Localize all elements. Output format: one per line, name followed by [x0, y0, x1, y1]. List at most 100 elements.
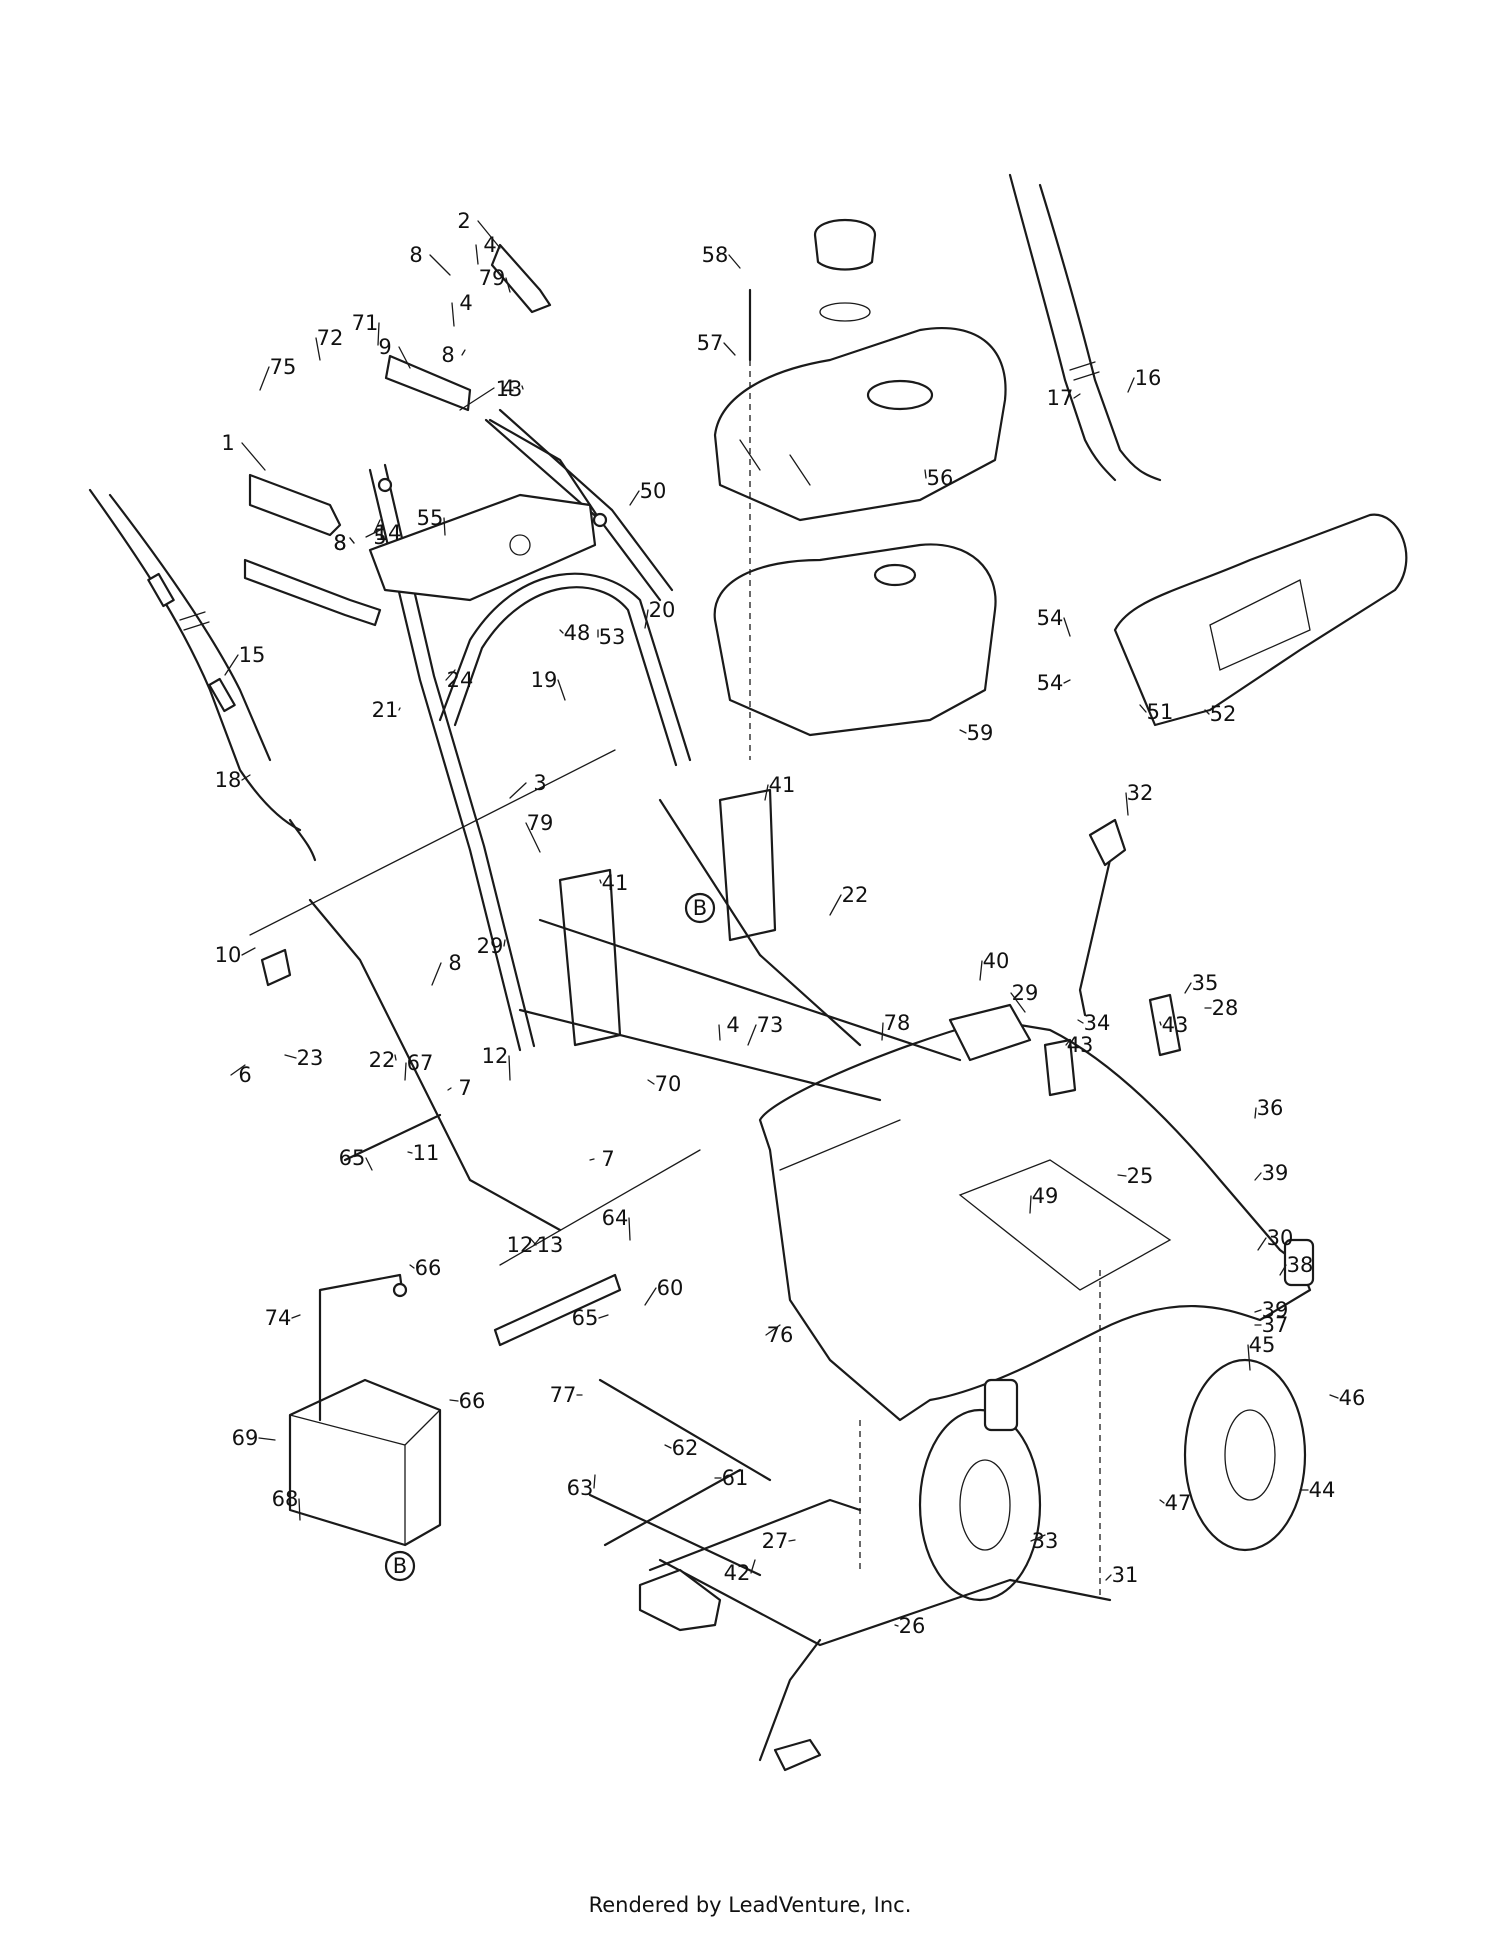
callout-leader	[593, 1474, 596, 1489]
callout-leader	[230, 1064, 246, 1076]
callout-leader	[1254, 1309, 1262, 1313]
callout-65: 65	[572, 1306, 599, 1330]
callout-leader	[1159, 1499, 1165, 1504]
callout-8: 8	[441, 343, 454, 367]
callout-leader	[259, 366, 270, 391]
callout-16: 16	[1135, 366, 1162, 390]
callout-68: 68	[272, 1487, 299, 1511]
callout-8: 8	[333, 531, 346, 555]
callout-76: 76	[767, 1323, 794, 1347]
callout-leader	[258, 1437, 276, 1441]
callout-leader	[409, 1264, 415, 1269]
callout-leader	[1117, 1174, 1127, 1177]
callout-leader	[664, 1444, 672, 1449]
callout-71: 71	[352, 311, 379, 335]
callout-leader	[394, 1054, 397, 1061]
callout-43: 43	[1067, 1033, 1094, 1057]
callout-72: 72	[317, 326, 344, 350]
left-cables	[88, 488, 317, 862]
callout-19: 19	[531, 668, 558, 692]
callout-20: 20	[649, 598, 676, 622]
callout-leader	[1063, 679, 1071, 684]
callout-leader	[509, 782, 527, 799]
callout-22: 22	[369, 1048, 396, 1072]
callout-leader	[241, 947, 256, 956]
part-callouts: 1234444567788888910111212131314151617181…	[215, 209, 1366, 1638]
callout-leader	[1105, 1574, 1112, 1581]
callout-leader	[503, 939, 506, 947]
callout-leader	[1065, 1039, 1071, 1046]
handle-assembly	[243, 243, 692, 1052]
callout-leader	[598, 1314, 609, 1319]
callout-leader	[451, 302, 455, 327]
callout-leader	[449, 1399, 459, 1402]
drive-linkage	[588, 1468, 1112, 1772]
callout-4: 4	[483, 233, 496, 257]
callout-leader	[1254, 1172, 1262, 1181]
callout-leader	[447, 1087, 452, 1091]
callout-leader	[557, 679, 566, 701]
callout-63: 63	[567, 1476, 594, 1500]
fuel-tank	[713, 218, 1007, 760]
callout-leader	[959, 729, 967, 734]
callout-67: 67	[407, 1051, 434, 1075]
callout-50: 50	[640, 479, 667, 503]
callout-39: 39	[1262, 1298, 1289, 1322]
callout-leader	[224, 654, 239, 676]
callout-leader	[894, 1624, 899, 1627]
callout-leader	[1247, 1344, 1251, 1371]
callout-57: 57	[697, 331, 724, 355]
callout-leader	[508, 1055, 511, 1081]
callout-leader	[475, 244, 479, 265]
callout-leader	[398, 346, 411, 369]
callout-7: 7	[458, 1076, 471, 1100]
callout-45: 45	[1249, 1333, 1276, 1357]
callout-leader	[644, 609, 649, 629]
callout-1: 1	[221, 431, 234, 455]
callout-46: 46	[1339, 1386, 1366, 1410]
callout-leader	[1010, 992, 1026, 1013]
callout-9: 9	[378, 335, 391, 359]
callout-61: 61	[722, 1466, 749, 1490]
callout-leader	[241, 774, 251, 781]
callout-36: 36	[1257, 1096, 1284, 1120]
callout-30: 30	[1267, 1226, 1294, 1250]
callout-78: 78	[884, 1011, 911, 1035]
callout-leader	[924, 469, 927, 479]
callout-49: 49	[1032, 1184, 1059, 1208]
callout-74: 74	[265, 1306, 292, 1330]
callout-73: 73	[757, 1013, 784, 1037]
callout-8: 8	[333, 531, 346, 555]
callout-79: 79	[479, 266, 506, 290]
callout-leader	[398, 707, 401, 711]
callout-leader	[1030, 1534, 1046, 1542]
callout-75: 75	[270, 355, 297, 379]
callout-12: 12	[507, 1233, 534, 1257]
callout-leader	[589, 1158, 595, 1161]
callout-leader	[765, 1324, 781, 1336]
callout-10: 10	[215, 943, 242, 967]
callout-leader	[407, 1151, 413, 1154]
callout-leader	[1257, 1237, 1267, 1251]
footer-credit: Rendered by LeadVenture, Inc.	[588, 1893, 912, 1917]
callout-leader	[404, 1062, 407, 1081]
callout-leader	[505, 277, 511, 293]
callout-13: 13	[537, 1233, 564, 1257]
callout-2: 2	[457, 209, 470, 233]
callout-3: 3	[533, 771, 546, 795]
callout-31: 31	[1112, 1563, 1139, 1587]
callout-leader	[979, 960, 983, 981]
callout-47: 47	[1165, 1491, 1192, 1515]
callout-54: 54	[1037, 671, 1064, 695]
callout-44: 44	[1309, 1478, 1336, 1502]
callout-25: 25	[1127, 1164, 1154, 1188]
callout-leader	[1127, 377, 1135, 393]
callout-28: 28	[1212, 996, 1239, 1020]
callout-leader	[1063, 617, 1071, 637]
callout-leader	[1159, 1021, 1162, 1026]
callout-58: 58	[702, 243, 729, 267]
callout-17: 17	[1047, 386, 1074, 410]
callout-leader	[291, 1314, 301, 1319]
callout-18: 18	[215, 768, 242, 792]
